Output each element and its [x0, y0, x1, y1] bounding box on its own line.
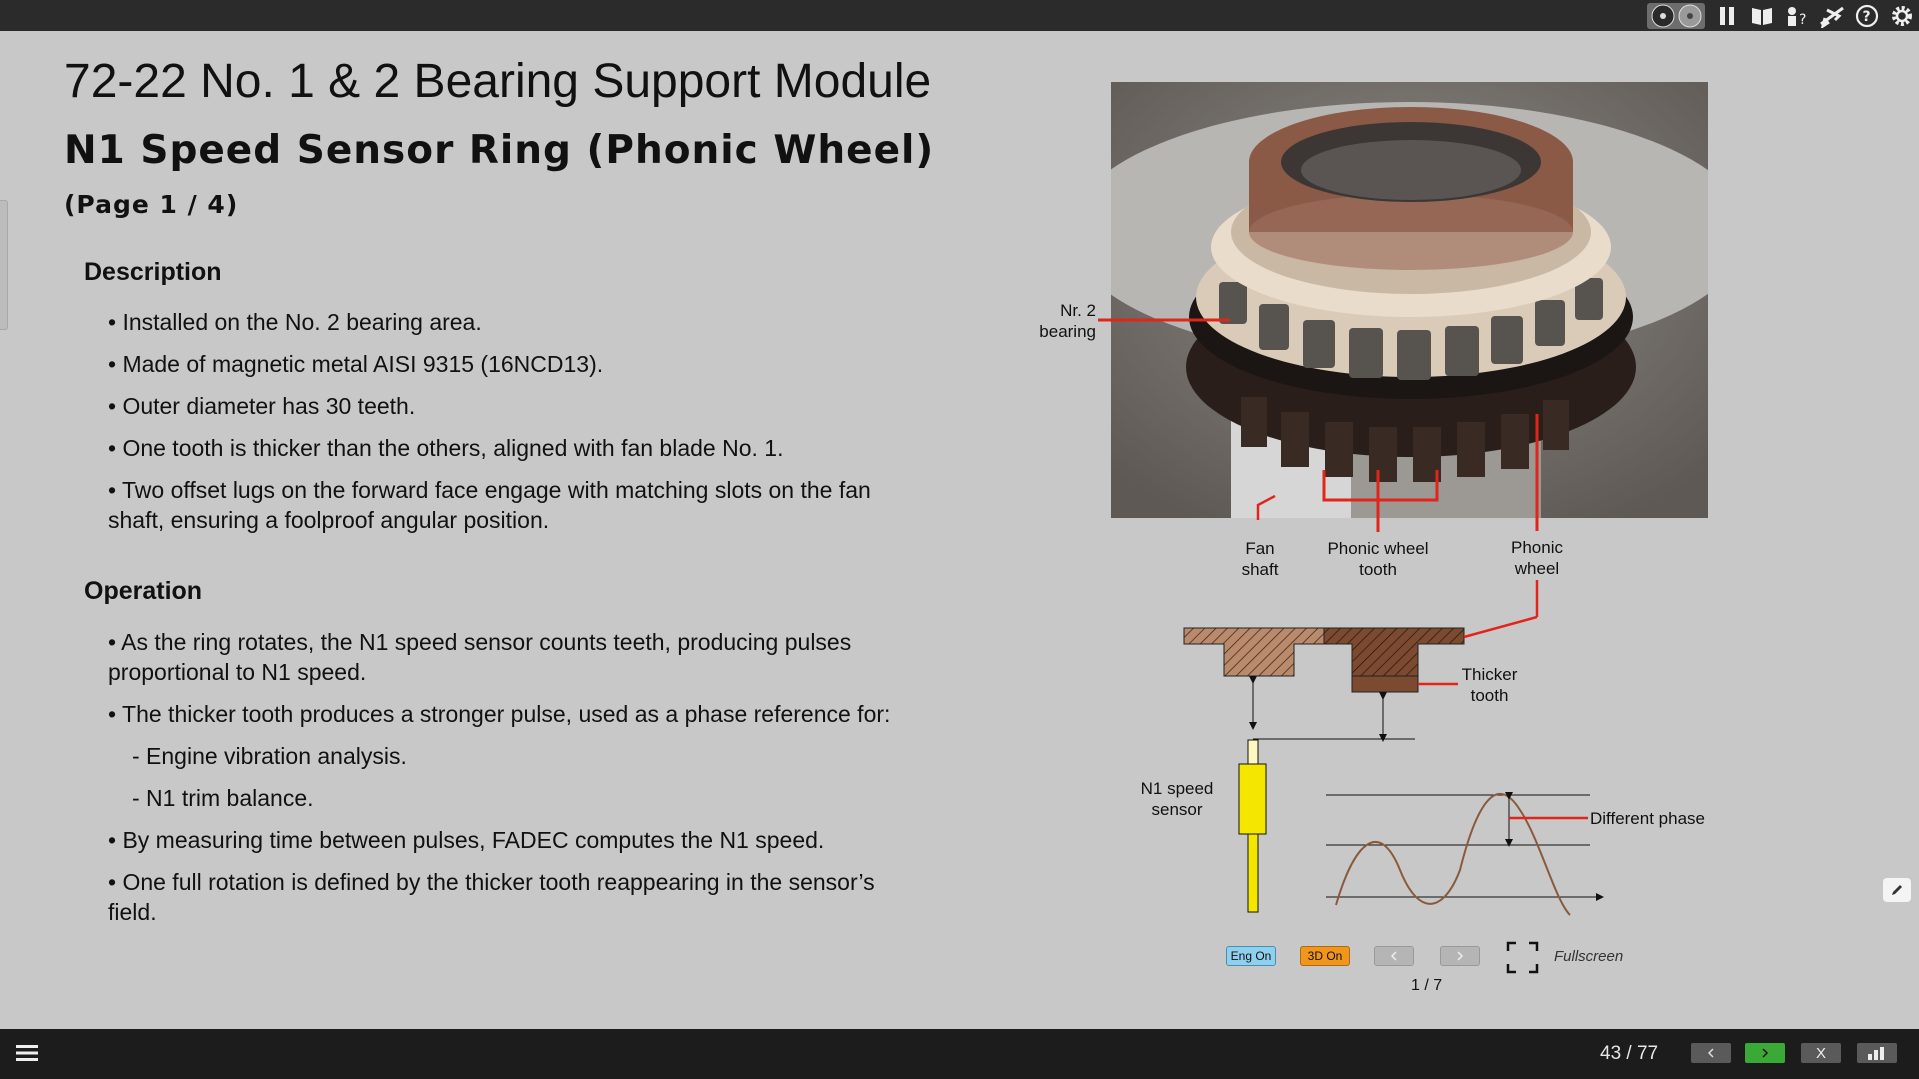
top-toolbar: ? ? — [0, 0, 1919, 31]
list-item: • One tooth is thicker than the others, … — [108, 435, 784, 461]
phase-label: Different phase — [1590, 809, 1705, 828]
phonic-wheel-section — [1183, 627, 1465, 693]
list-item: • One full rotation is defined by the th… — [108, 869, 875, 925]
page-title: 72-22 No. 1 & 2 Bearing Support Module — [64, 55, 932, 108]
operation-heading: Operation — [84, 577, 203, 605]
list-item: • Two offset lugs on the forward face en… — [108, 477, 871, 533]
close-button[interactable]: X — [1801, 1043, 1841, 1063]
chevron-right-icon — [1457, 951, 1464, 961]
prev-page-button[interactable] — [1691, 1043, 1731, 1063]
annotate-button[interactable] — [1883, 878, 1911, 902]
chevron-left-icon — [1390, 951, 1397, 961]
top-icon-group: ? ? — [1647, 2, 1915, 29]
fullscreen-button[interactable] — [1506, 941, 1539, 974]
list-item: • As the ring rotates, the N1 speed sens… — [108, 629, 852, 685]
svg-text:?: ? — [1799, 12, 1806, 28]
bar-chart-icon — [1868, 1047, 1884, 1060]
viewer-next-button[interactable] — [1440, 946, 1480, 966]
next-page-button[interactable] — [1745, 1043, 1785, 1063]
list-item: • Made of magnetic metal AISI 9315 (16NC… — [108, 351, 604, 377]
pulse-waveform — [1326, 792, 1604, 916]
stats-button[interactable] — [1857, 1043, 1897, 1063]
operation-list: • As the ring rotates, the N1 speed sens… — [108, 627, 908, 939]
pencil-icon — [1892, 885, 1902, 895]
n1-sensor-probe — [1238, 739, 1267, 913]
list-item: • By measuring time between pulses, FADE… — [108, 827, 825, 853]
gear-icon[interactable] — [1889, 3, 1915, 29]
phonic-wheel-label: Phonic wheel — [1511, 538, 1563, 578]
help-icon[interactable]: ? — [1854, 3, 1880, 29]
bearing-label: Nr. 2 bearing — [1039, 301, 1096, 341]
page-counter: 43 / 77 — [1600, 1043, 1659, 1064]
chevron-right-icon — [1762, 1048, 1769, 1058]
phonic-wheel-photo — [1111, 82, 1708, 518]
page-subtitle: N1 Speed Sensor Ring (Phonic Wheel) — [64, 128, 935, 173]
description-list: • Installed on the No. 2 bearing area. •… — [108, 307, 908, 547]
eng-toggle-button[interactable]: Eng On — [1226, 946, 1276, 966]
fullscreen-icon — [1506, 941, 1539, 974]
list-item: • Installed on the No. 2 bearing area. — [108, 309, 482, 335]
sensor-label: N1 speed sensor — [1140, 779, 1214, 819]
fullscreen-label: Fullscreen — [1554, 948, 1624, 965]
chevron-left-icon — [1707, 1048, 1714, 1058]
pause-icon[interactable] — [1714, 3, 1740, 29]
image-counter: 1 / 7 — [1411, 977, 1443, 994]
airplane-icon[interactable] — [1819, 3, 1845, 29]
list-item: - Engine vibration analysis. — [132, 743, 407, 769]
phonic-tooth-label: Phonic wheel tooth — [1327, 539, 1429, 579]
sensor-diagram — [1183, 580, 1604, 916]
media-toggle[interactable] — [1647, 2, 1705, 29]
3d-toggle-button[interactable]: 3D On — [1300, 946, 1350, 966]
audio-disc-icon[interactable] — [1651, 4, 1675, 28]
viewer-prev-button[interactable] — [1374, 946, 1414, 966]
description-heading: Description — [84, 258, 222, 286]
side-panel-handle[interactable] — [0, 200, 8, 330]
book-icon[interactable] — [1749, 3, 1775, 29]
list-item: • Outer diameter has 30 teeth. — [108, 393, 416, 419]
thicker-tooth-label: Thicker tooth — [1461, 665, 1518, 705]
fan-shaft-label: Fan shaft — [1241, 539, 1279, 579]
menu-icon[interactable] — [16, 1043, 38, 1063]
page-indicator: (Page 1 / 4) — [64, 190, 239, 219]
person-question-icon[interactable]: ? — [1784, 3, 1810, 29]
bottom-toolbar: 43 / 77 X — [0, 1029, 1919, 1079]
list-item: • The thicker tooth produces a stronger … — [108, 701, 891, 727]
video-disc-icon[interactable] — [1678, 4, 1702, 28]
bearing-rollers — [1219, 278, 1603, 380]
list-item: - N1 trim balance. — [132, 785, 314, 811]
svg-text:?: ? — [1863, 9, 1871, 25]
